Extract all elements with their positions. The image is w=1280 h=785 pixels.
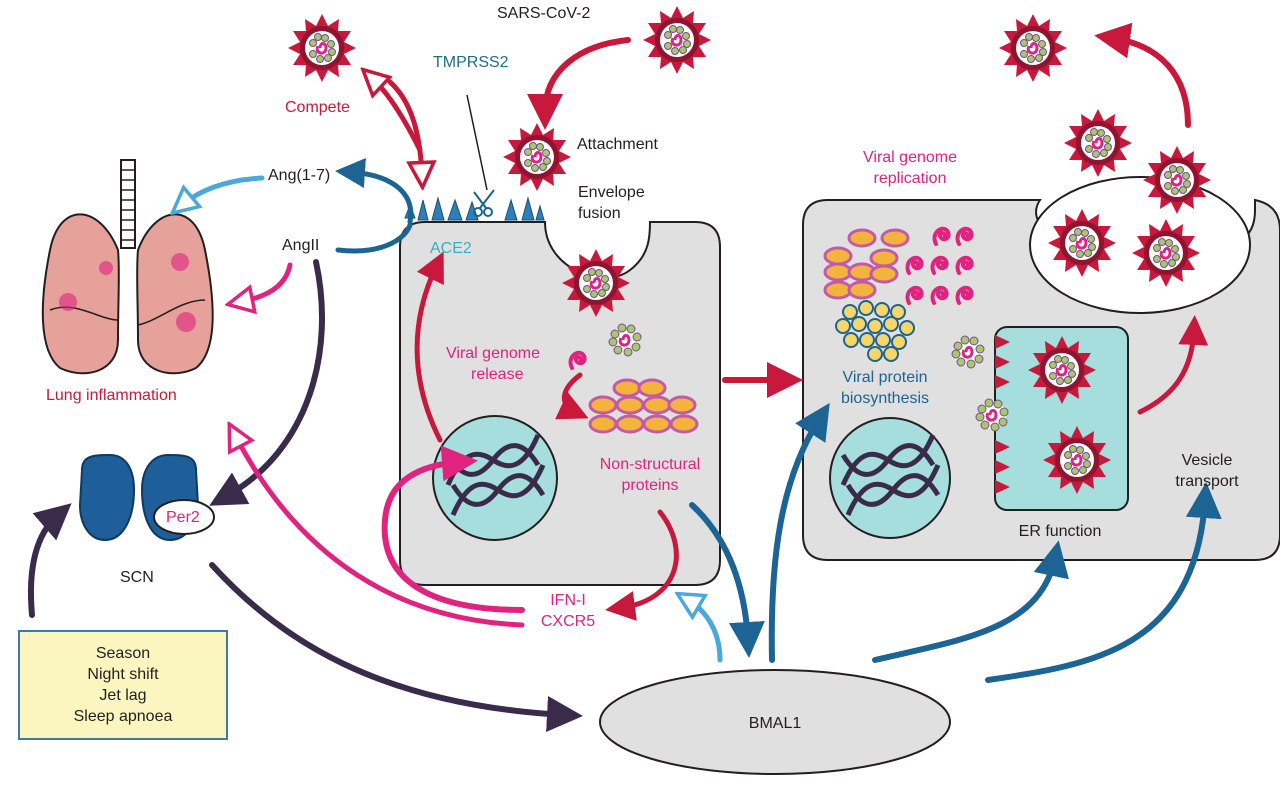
env-factor-jet-lag: Jet lag (99, 687, 147, 704)
label-replication-2: replication (873, 170, 947, 187)
arrow-nucleus-ace2 (414, 251, 444, 443)
arrow-bmal1-ifn (688, 600, 723, 663)
label-envelope: Envelope (578, 184, 645, 201)
virus-icon (286, 12, 358, 84)
label-lung-inflammation: Lung inflammation (46, 387, 177, 404)
label-vesicle-2: transport (1175, 473, 1239, 490)
tmprss2-pointer (466, 94, 488, 191)
vesicle (1029, 176, 1251, 314)
label-cxcr5: CXCR5 (540, 613, 596, 630)
label-scn: SCN (120, 569, 154, 586)
arrow-ifn-nucleus (381, 445, 525, 613)
brain-scn-icon (78, 453, 215, 542)
env-factor-sleep-apnoea: Sleep apnoea (73, 708, 173, 725)
label-replication-1: Viral genome (863, 149, 957, 166)
label-nsp-2: proteins (621, 477, 679, 494)
environment-factors-box: Season Night shift Jet lag Sleep apnoea (18, 630, 228, 740)
arrow-genome-release (555, 372, 589, 420)
virus-icon (641, 4, 713, 76)
arrow-bmal1-er (872, 540, 1069, 663)
label-ace2: ACE2 (430, 240, 472, 257)
bmal1-node (599, 669, 951, 775)
lung-icon (41, 159, 214, 375)
env-factor-season: Season (95, 645, 151, 662)
arrow-bmal1-biosynthesis (768, 402, 830, 663)
label-vesicle-1: Vesicle (1181, 452, 1233, 469)
virus-icon (1062, 107, 1134, 179)
label-ang17: Ang(1-7) (268, 167, 331, 184)
arrow-angii-ace2 (335, 222, 413, 254)
arrow-compete-in (387, 79, 422, 175)
arrow-angii-scn (209, 259, 325, 506)
label-nsp-1: Non-structural (599, 456, 701, 473)
arrow-nsp-bmal1 (689, 502, 765, 658)
label-biosynthesis-2: biosynthesis (840, 390, 930, 407)
arrow-ang17-lung (182, 175, 265, 205)
label-viral-genome-release-2: release (471, 366, 524, 383)
label-tmprss2: TMPRSS2 (433, 54, 509, 71)
arrow-scn-bmal1 (209, 562, 583, 732)
arrow-angii-lung (240, 262, 293, 302)
label-er-function: ER function (1018, 523, 1102, 540)
virus-icon (501, 121, 573, 193)
arrow-er-vesicle (1137, 315, 1209, 415)
arrow-bmal1-vesicle (985, 482, 1222, 683)
arrow-environment-scn (27, 503, 72, 618)
arrow-ace2-ang17 (335, 158, 414, 225)
virus-icon (997, 12, 1069, 84)
label-sars-cov-2: SARS-CoV-2 (497, 5, 591, 22)
label-fusion: fusion (578, 205, 621, 222)
label-per2: Per2 (166, 509, 200, 526)
arrow-vesicle-release (1094, 22, 1191, 128)
label-angii: AngII (282, 237, 320, 254)
label-attachment: Attachment (577, 136, 658, 153)
label-bmal1: BMAL1 (748, 715, 802, 732)
arrow-ifn-lung (235, 435, 525, 628)
ace2-receptor-icon (404, 196, 545, 221)
er-spikes (995, 335, 1010, 494)
scissors-icon (473, 189, 495, 217)
env-factor-night-shift: Night shift (87, 666, 159, 683)
label-ifn: IFN-I (550, 592, 586, 609)
label-biosynthesis-1: Viral protein (842, 369, 928, 386)
label-viral-genome-release-1: Viral genome (446, 345, 540, 362)
arrow-sars-attachment (527, 37, 631, 130)
arrow-compete-out (372, 78, 423, 153)
arrow-nsp-ifn (605, 509, 679, 621)
label-compete: Compete (285, 99, 350, 116)
